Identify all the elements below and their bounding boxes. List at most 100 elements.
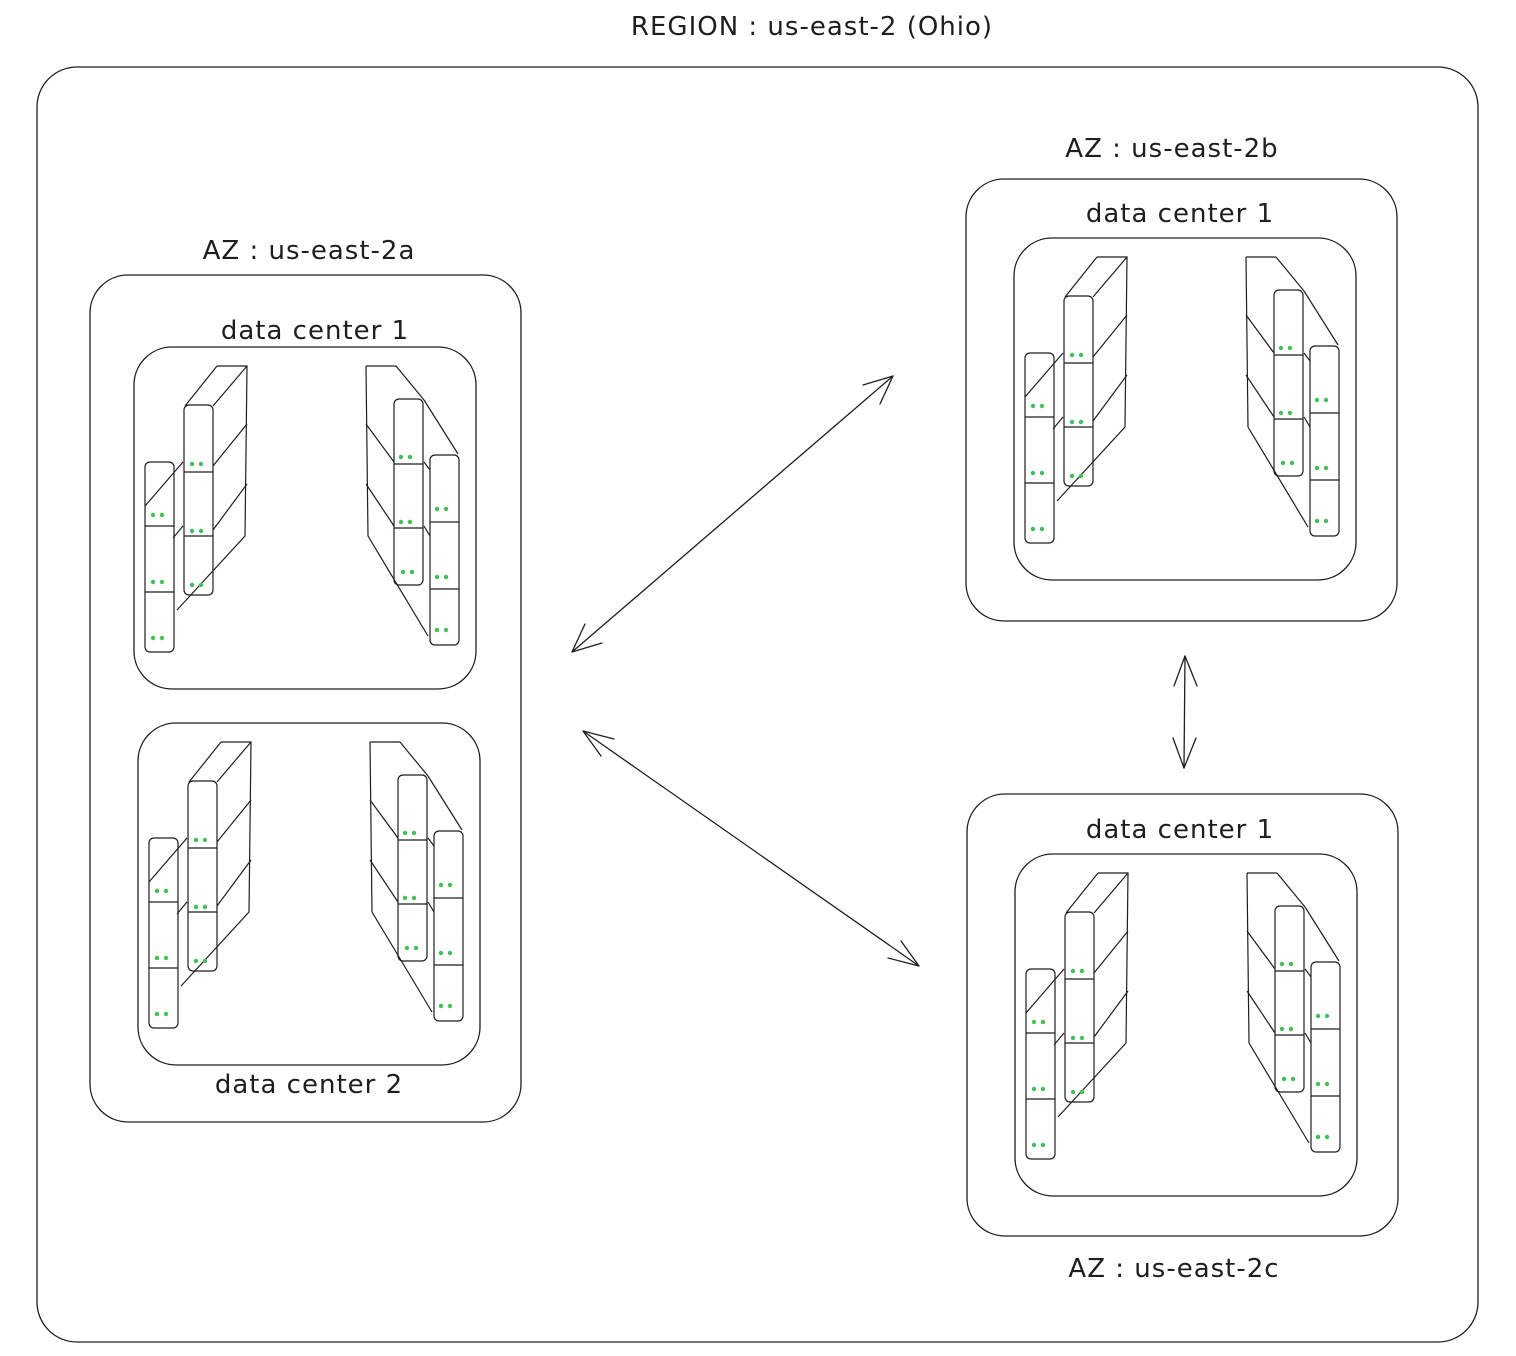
status-led [398,454,404,460]
rack-frame [176,365,248,611]
rack-frame [399,741,429,777]
status-led [1323,465,1329,471]
data-center-box [1013,237,1357,581]
status-led [1314,518,1320,524]
status-led [1069,473,1075,479]
status-led [402,830,408,836]
status-led [1288,1026,1294,1032]
rack-frame [188,741,222,783]
status-led [1040,1019,1046,1025]
rack-frame [427,775,463,831]
az-us-east-2a: AZ : us-east-2a data center 1 data cente… [89,236,522,1123]
server-rack-right [1245,256,1340,537]
status-led [1314,397,1320,403]
rack-frame [1056,256,1128,502]
status-led [1031,1086,1037,1092]
status-led [1287,410,1293,416]
rack-frame [212,483,248,531]
status-led [198,582,204,588]
status-led [1315,1134,1321,1140]
server-column [1310,961,1341,1153]
server-column [148,837,179,1029]
arrow-2a-2b [571,375,894,653]
status-led [1039,403,1045,409]
rack-frame [1092,314,1128,358]
status-led [1280,460,1286,466]
rack-frame [1303,352,1311,362]
az-us-east-2c: data center 1 AZ : us-east-2c [966,793,1399,1284]
data-center: data center 1 [1013,199,1357,581]
data-center-label: data center 1 [1086,199,1274,229]
az-box [965,178,1398,622]
status-led [1279,961,1285,967]
status-led [1278,410,1284,416]
status-led [447,950,453,956]
status-led [1324,1134,1330,1140]
data-center: data center 1 [133,316,477,690]
status-led [1288,961,1294,967]
rack-frame [365,483,395,527]
status-led [1279,1026,1285,1032]
data-center-box [137,722,481,1066]
status-led [411,830,417,836]
server-rack-left [148,741,252,1029]
status-led [1315,1081,1321,1087]
rack-frame [1093,990,1129,1038]
status-led [154,888,160,894]
status-led [1078,473,1084,479]
server-rack-right [365,365,460,646]
rack-frame [423,525,431,537]
server-column [1063,295,1094,487]
data-center-label: data center 2 [215,1070,403,1100]
status-led [447,1003,453,1009]
server-column [1273,289,1304,477]
rack-frame [369,741,433,1013]
rack-frame [1024,352,1064,398]
rack-frame [365,365,429,637]
rack-frame [423,399,459,455]
status-led [193,837,199,843]
az-box [89,274,522,1123]
rack-frame [1304,906,1340,962]
status-led [1287,345,1293,351]
rack-frame [1064,256,1098,298]
rack-frame [212,365,248,407]
status-led [202,904,208,910]
server-column [183,404,214,596]
status-led [1030,470,1036,476]
status-led [1315,1013,1321,1019]
rack-frame [1092,256,1128,298]
status-led [193,958,199,964]
rack-frame [180,741,252,987]
rack-frame [1246,930,1276,970]
status-led [398,519,404,525]
status-led [150,635,156,641]
status-led [159,635,165,641]
rack-frame [1276,872,1306,908]
status-led [402,895,408,901]
rack-frame [395,365,425,401]
status-led [1281,1076,1287,1082]
status-led [1278,345,1284,351]
rack-frame [427,901,435,913]
status-led [438,950,444,956]
status-led [443,574,449,580]
status-led [150,512,156,518]
rack-frame [369,799,399,839]
rack-frame [1246,872,1310,1144]
rack-frame [365,423,395,463]
status-led [1323,518,1329,524]
az-label: AZ : us-east-2b [1065,134,1278,164]
status-led [198,528,204,534]
status-led [409,569,415,575]
status-led [193,904,199,910]
status-led [1040,1142,1046,1148]
rack-frame [212,423,248,467]
status-led [1070,1035,1076,1041]
status-led [150,579,156,585]
az-box [966,793,1399,1237]
status-led [159,579,165,585]
server-rack-left [1025,872,1129,1160]
server-rack-right [369,741,464,1022]
status-led [1078,352,1084,358]
